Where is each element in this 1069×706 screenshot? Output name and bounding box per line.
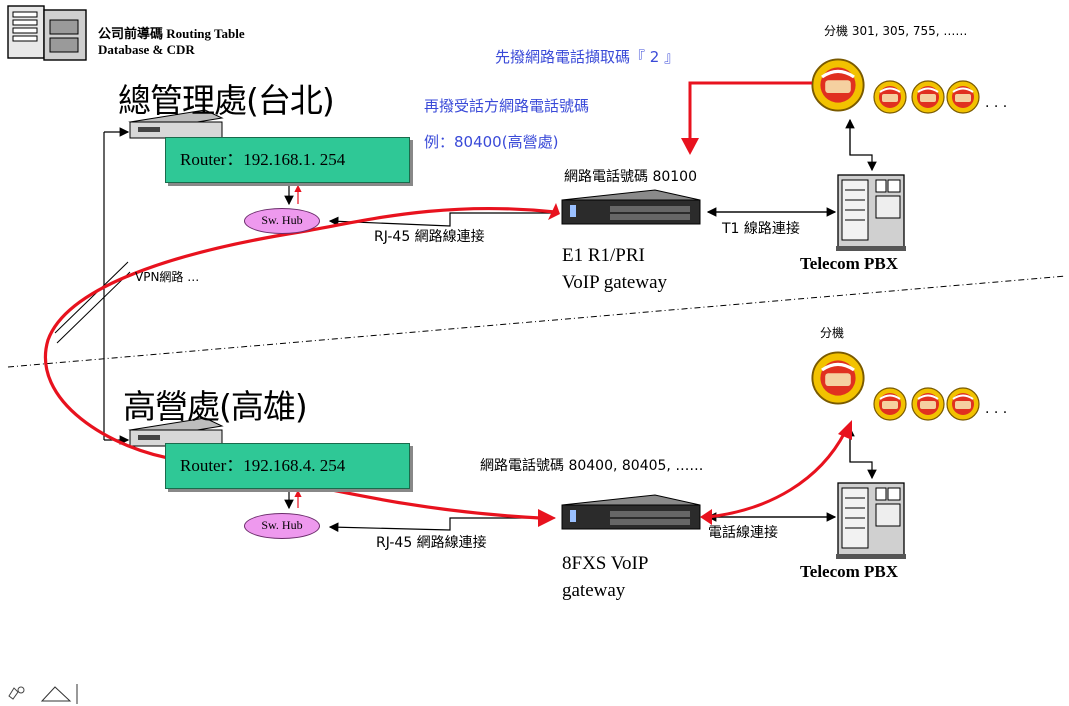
router-taipei: Router：192.168.1. 254 (165, 137, 410, 183)
gateway-top-name-line2: VoIP gateway (562, 272, 668, 293)
rj45-label-taipei: RJ-45 網路線連接 (374, 229, 485, 245)
gateway-top-name: E1 R1/PRI VoIP gateway (562, 242, 667, 296)
gateway-icon (561, 189, 701, 225)
phone-line-link-label: 電話線連接 (708, 525, 778, 541)
gateway-top-number: 網路電話號碼 80100 (564, 169, 697, 185)
router-icon (128, 417, 224, 447)
extensions-top-ellipsis: . . . (985, 95, 1008, 111)
gateway-bottom-name-line2: gateway (562, 580, 626, 601)
instruction-line1: 先撥網路電話擷取碼『 2 』 (495, 48, 680, 66)
server-icon (7, 5, 87, 61)
region-separator (7, 275, 1067, 368)
gateway-icon (561, 494, 701, 530)
edit-icon[interactable] (5, 683, 27, 701)
vpn-label: VPN網路 … (135, 270, 200, 284)
pbx-top-label: Telecom PBX (800, 254, 899, 273)
gateway-bottom-name-line1: 8FXS VoIP (562, 553, 649, 574)
extensions-bottom-ellipsis: . . . (985, 401, 1008, 417)
switch-hub-taipei: Sw. Hub (244, 208, 320, 234)
switch-hub-kaohsiung: Sw. Hub (244, 513, 320, 539)
pbx-bottom-label: Telecom PBX (800, 562, 899, 581)
extensions-bottom-label: 分機 (820, 326, 845, 340)
database-label-line1: 公司前導碼 Routing Table (98, 26, 245, 41)
router-icon (128, 109, 224, 139)
site-title-kaohsiung: 高營處(高雄) (123, 387, 308, 426)
database-label-line2: Database & CDR (98, 42, 195, 57)
instruction-line2: 再撥受話方網路電話號碼 (424, 97, 590, 115)
gateway-top-name-line1: E1 R1/PRI (562, 245, 645, 266)
triangle-icon[interactable] (40, 684, 78, 704)
phone-icon (810, 350, 980, 421)
phone-icon (810, 57, 980, 114)
gateway-bottom-number: 網路電話號碼 80400, 80405, …… (480, 458, 704, 474)
pbx-icon (836, 174, 906, 251)
extensions-top-label: 分機 301, 305, 755, …… (824, 24, 968, 38)
site-title-taipei: 總管理處(台北) (118, 81, 335, 120)
instruction-line3: 例：80400(高營處) (424, 133, 559, 151)
gateway-bottom-name: 8FXS VoIP gateway (562, 550, 648, 604)
t1-link-label: T1 線路連接 (722, 221, 800, 237)
database-label: 公司前導碼 Routing Table Database & CDR (98, 26, 245, 58)
router-kaohsiung: Router：192.168.4. 254 (165, 443, 410, 489)
rj45-label-kaohsiung: RJ-45 網路線連接 (376, 535, 487, 551)
pbx-icon (836, 482, 906, 559)
